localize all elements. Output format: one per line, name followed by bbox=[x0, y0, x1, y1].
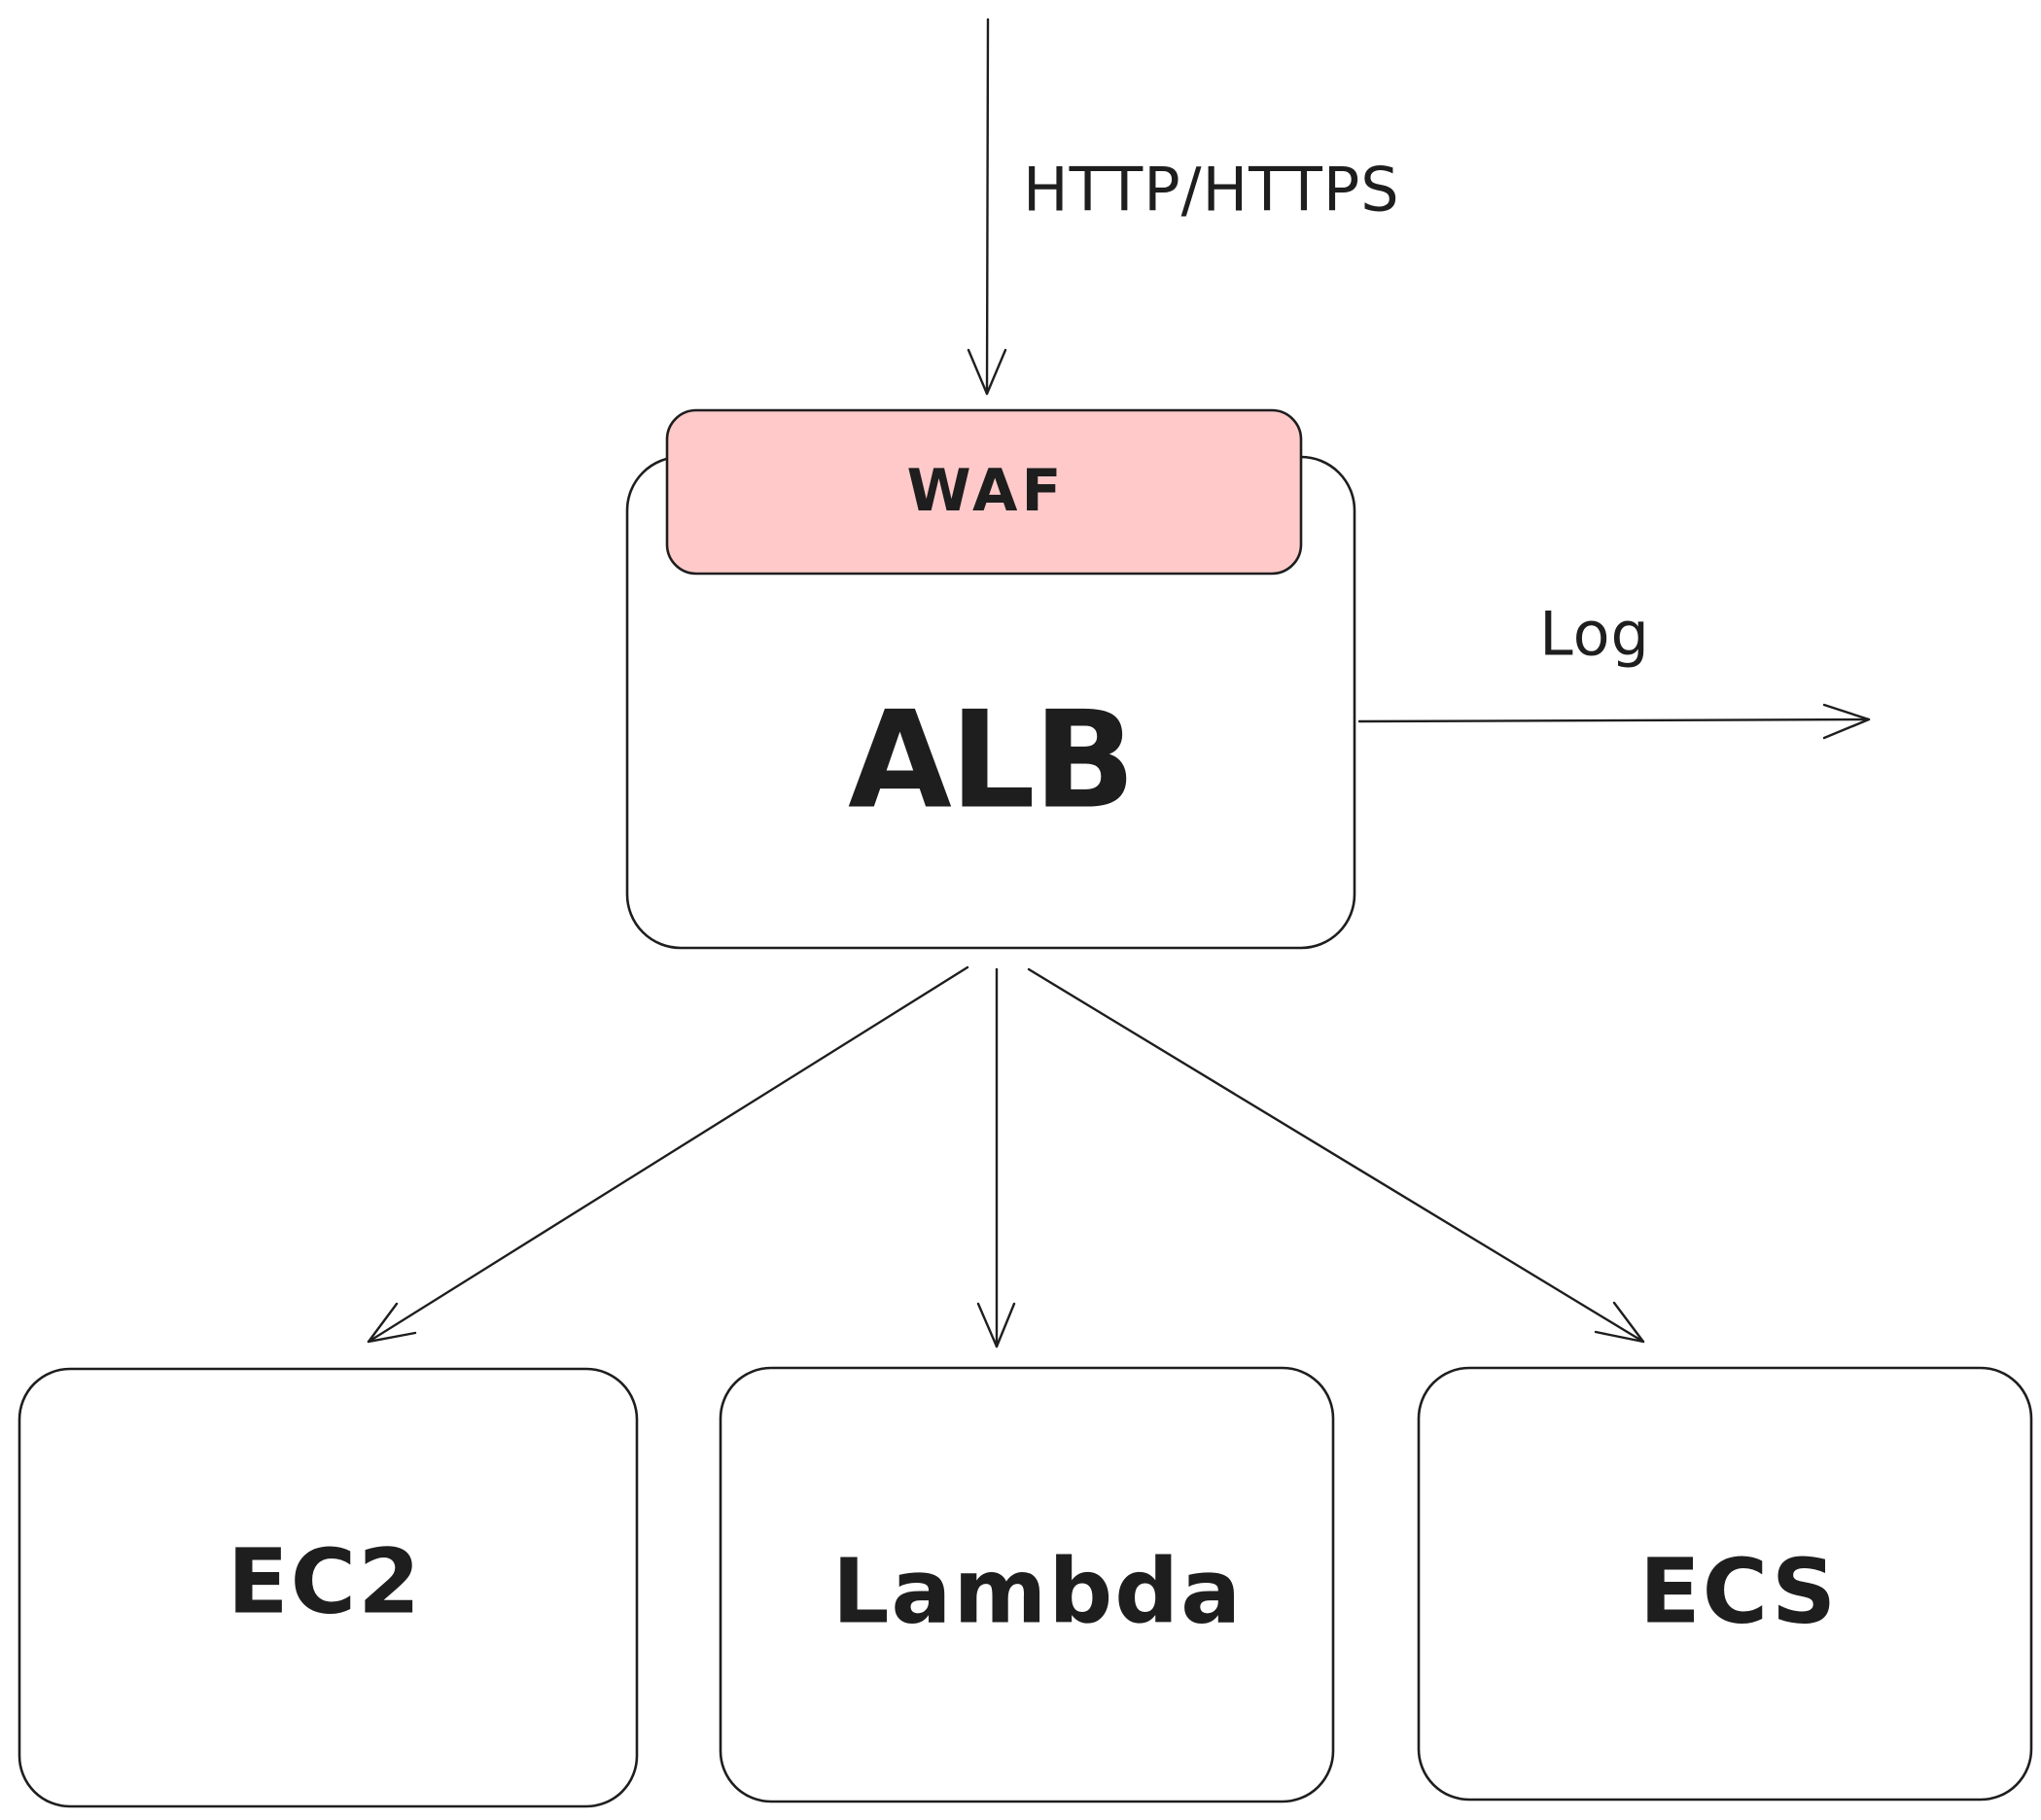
ecs-node[interactable]: ECS bbox=[1417, 1366, 2033, 1802]
alb-to-lambda-edge bbox=[976, 967, 1016, 1348]
ingress-edge: HTTP/HTTPS bbox=[967, 18, 1400, 396]
alb-to-ec2-arrow-head bbox=[367, 1302, 417, 1344]
lambda-node[interactable]: Lambda bbox=[719, 1366, 1335, 1803]
ingress-arrow-head bbox=[967, 348, 1007, 396]
log-arrow-head bbox=[1822, 703, 1871, 740]
waf-label: WAF bbox=[907, 457, 1066, 525]
ec2-label: EC2 bbox=[228, 1530, 422, 1634]
waf-box[interactable] bbox=[665, 408, 1303, 576]
log-edge-line bbox=[1357, 718, 1871, 723]
ec2-box[interactable] bbox=[18, 1367, 639, 1808]
alb-to-lambda-arrow-head bbox=[976, 1302, 1016, 1348]
waf-node[interactable]: WAF bbox=[665, 408, 1303, 576]
ecs-label: ECS bbox=[1639, 1540, 1838, 1644]
alb-to-ecs-line bbox=[1027, 967, 1645, 1344]
lambda-label: Lambda bbox=[832, 1540, 1243, 1644]
log-edge: Log bbox=[1357, 599, 1871, 740]
alb-label: ALB bbox=[848, 682, 1134, 839]
log-edge-label: Log bbox=[1539, 599, 1650, 670]
ecs-box[interactable] bbox=[1417, 1366, 2033, 1802]
alb-to-ecs-edge bbox=[1027, 967, 1645, 1344]
alb-node[interactable]: ALB bbox=[625, 455, 1356, 950]
ec2-node[interactable]: EC2 bbox=[18, 1367, 639, 1808]
alb-to-ecs-arrow-head bbox=[1594, 1301, 1645, 1344]
ingress-edge-label: HTTP/HTTPS bbox=[1023, 155, 1400, 226]
alb-to-ec2-edge bbox=[367, 965, 969, 1344]
alb-to-ec2-line bbox=[367, 965, 969, 1344]
ingress-edge-line bbox=[985, 18, 990, 396]
lambda-box[interactable] bbox=[719, 1366, 1335, 1803]
